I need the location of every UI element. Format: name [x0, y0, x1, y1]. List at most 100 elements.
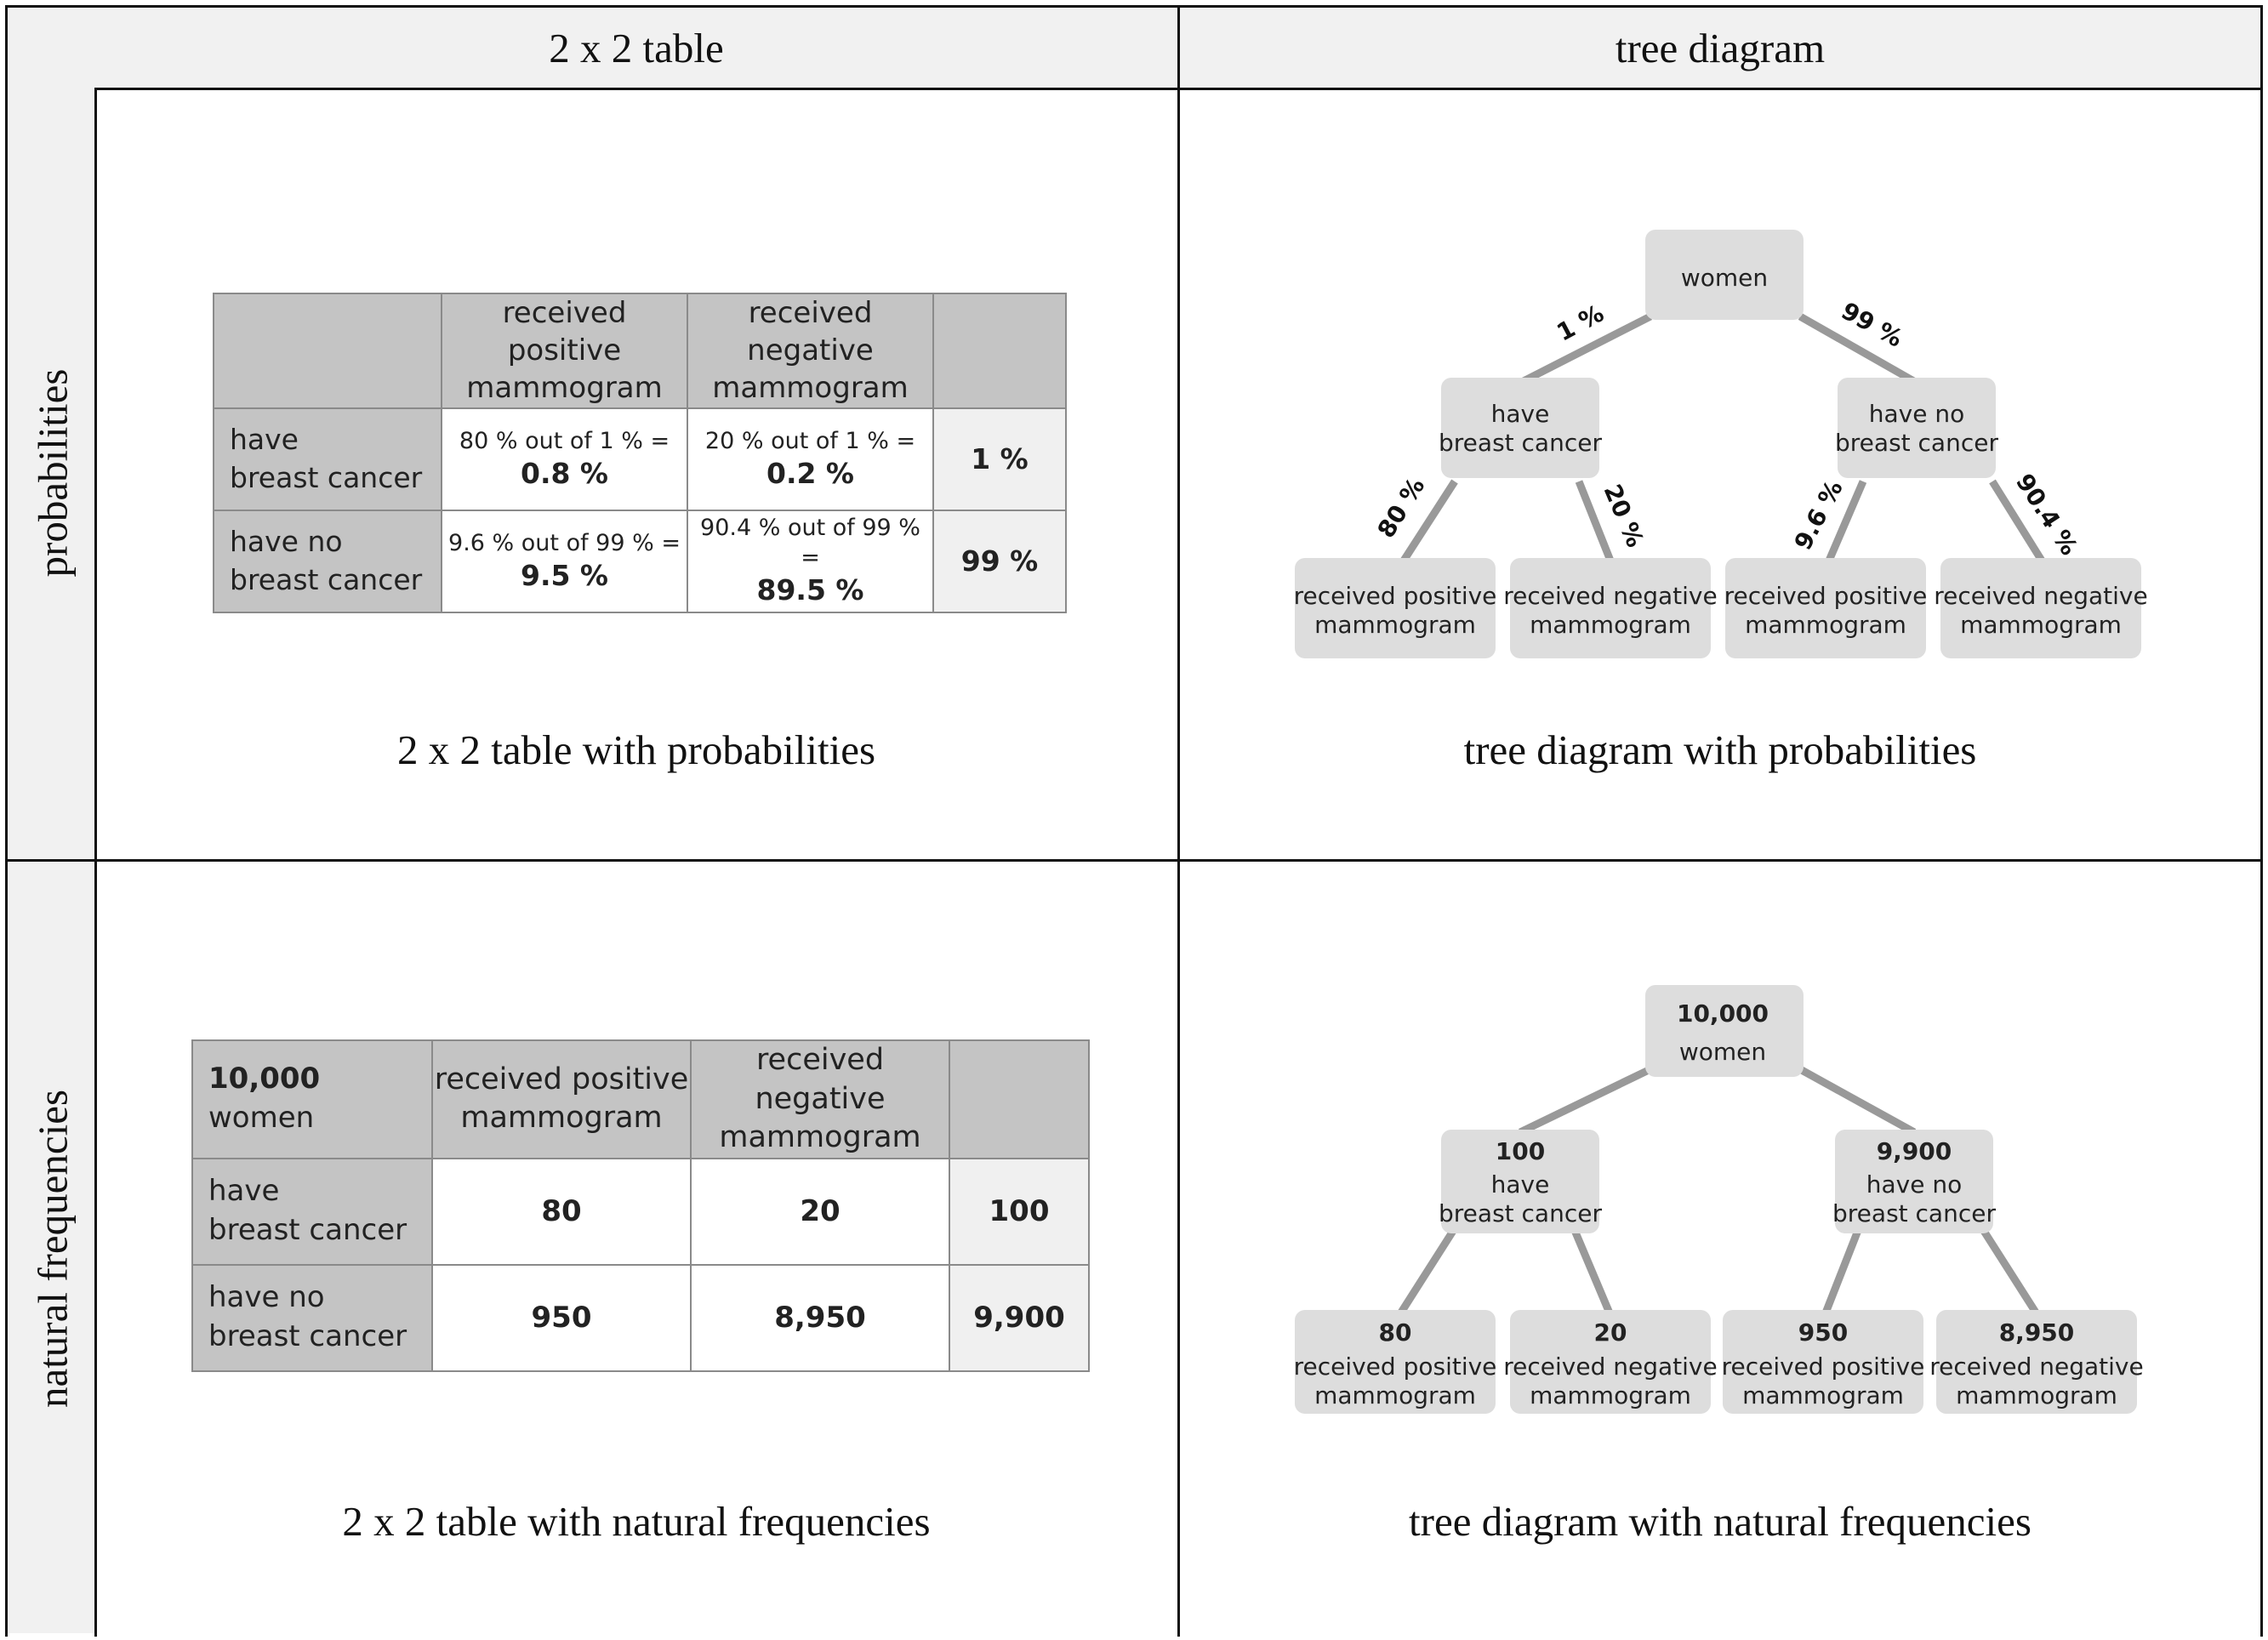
edge-left-left — [1400, 479, 1458, 563]
row-header-divider — [94, 88, 97, 1637]
tree-freq-node-no-cancer: 9,900 have no breast cancer — [1832, 1130, 1996, 1233]
caption-table-frequencies: 2 x 2 table with natural frequencies — [342, 1498, 931, 1545]
table-prob-col-total — [932, 293, 1067, 409]
tree-prob-leaf-4: received negative mammogram — [1934, 558, 2148, 658]
svg-text:9,900: 9,900 — [1877, 1137, 1952, 1165]
caption-tree-frequencies: tree diagram with natural frequencies — [1409, 1498, 2032, 1545]
table-freq-corner: 10,000 women — [191, 1039, 433, 1159]
frame-right-border — [2260, 5, 2263, 1637]
caption-tree-probabilities: tree diagram with probabilities — [1463, 726, 1977, 773]
edge-f-root-left — [1519, 1065, 1652, 1136]
svg-text:mammogram: mammogram — [1314, 1381, 1476, 1409]
svg-text:received negative: received negative — [1934, 582, 2147, 610]
table-prob-cell-no-cancer-negative: 90.4 % out of 99 % = 89.5 % — [687, 509, 934, 613]
tree-freq-leaf-3: 950 received positive mammogram — [1722, 1310, 1925, 1414]
tree-frequencies: 10,000 women 100 have breast cancer 9,90… — [1294, 985, 2144, 1414]
svg-text:received negative: received negative — [1503, 1352, 1717, 1381]
table-freq-cell-no-cancer-positive: 950 — [431, 1263, 692, 1372]
edge-f-right-left — [1821, 1227, 1863, 1317]
edge-f-root-right — [1798, 1066, 1917, 1136]
tree-prob-node-no-cancer: have no breast cancer — [1835, 378, 1998, 478]
tree-prob-leaf-3: received positive mammogram — [1724, 558, 1928, 658]
table-freq-col-positive: received positive mammogram — [431, 1039, 692, 1159]
table-freq-cell-no-cancer-negative: 8,950 — [690, 1263, 950, 1372]
svg-text:received positive: received positive — [1294, 1352, 1497, 1381]
tree-prob-node-cancer: have breast cancer — [1439, 378, 1602, 478]
table-frequencies: 10,000 women received positive mammogram… — [191, 1039, 1090, 1372]
table-prob-col-negative: received negative mammogram — [687, 293, 934, 409]
table-freq-col-total — [949, 1039, 1090, 1159]
row-divider — [5, 859, 2263, 862]
table-prob-cell-cancer-positive: 80 % out of 1 % = 0.8 % — [441, 407, 688, 511]
table-freq-row-cancer: have breast cancer — [191, 1157, 433, 1266]
svg-text:women: women — [1679, 1038, 1766, 1066]
table-probabilities: received positive mammogram received neg… — [213, 293, 1067, 613]
svg-text:received negative: received negative — [1929, 1352, 2143, 1381]
tree-freq-node-cancer: 100 have breast cancer — [1439, 1130, 1602, 1233]
table-prob-total-no-cancer: 99 % — [932, 509, 1067, 613]
edge-left-right — [1575, 480, 1615, 562]
svg-text:950: 950 — [1798, 1318, 1848, 1347]
svg-text:mammogram: mammogram — [1742, 1381, 1904, 1409]
edge-label-right-right: 90.4 % — [2010, 469, 2083, 561]
table-freq-cell-cancer-positive: 80 — [431, 1157, 692, 1266]
frame-left-border — [5, 5, 8, 1637]
table-prob-row-no-cancer: have no breast cancer — [213, 509, 442, 613]
table-prob-cell-cancer-negative: 20 % out of 1 % = 0.2 % — [687, 407, 934, 511]
edge-root-right — [1798, 313, 1919, 386]
svg-text:100: 100 — [1496, 1137, 1545, 1165]
svg-text:received positive: received positive — [1294, 582, 1497, 610]
edge-f-left-right — [1570, 1227, 1615, 1317]
tree-freq-leaf-4: 8,950 received negative mammogram — [1929, 1310, 2144, 1414]
svg-text:8,950: 8,950 — [1999, 1318, 2075, 1347]
tree-freq-leaf-2: 20 received negative mammogram — [1503, 1310, 1718, 1414]
table-prob-row-cancer: have breast cancer — [213, 407, 442, 511]
tree-prob-leaf-2: received negative mammogram — [1503, 558, 1718, 658]
edge-f-left-left — [1396, 1226, 1458, 1318]
table-prob-col-positive: received positive mammogram — [441, 293, 688, 409]
table-freq-cell-cancer-negative: 20 — [690, 1157, 950, 1266]
table-freq-total-no-cancer: 9,900 — [949, 1263, 1090, 1372]
svg-text:breast cancer: breast cancer — [1439, 429, 1602, 457]
svg-text:received positive: received positive — [1722, 1352, 1925, 1381]
svg-text:have: have — [1491, 1170, 1550, 1199]
table-freq-row-no-cancer: have no breast cancer — [191, 1263, 433, 1372]
svg-text:mammogram: mammogram — [1530, 611, 1691, 639]
svg-text:breast cancer: breast cancer — [1832, 1199, 1996, 1227]
table-freq-total-cancer: 100 — [949, 1157, 1090, 1266]
frame-top-border — [5, 5, 2263, 8]
tree-prob-root-node: women — [1645, 230, 1804, 320]
svg-text:mammogram: mammogram — [1314, 611, 1476, 639]
table-prob-corner — [213, 293, 442, 409]
row-header-strip — [7, 7, 95, 1633]
svg-text:have no: have no — [1866, 1170, 1962, 1199]
tree-freq-root-node: 10,000 women — [1645, 985, 1804, 1077]
caption-table-probabilities: 2 x 2 table with probabilities — [396, 726, 876, 773]
edge-f-right-right — [1979, 1226, 2041, 1318]
column-header-tree: tree diagram — [1615, 25, 1826, 71]
edge-right-left — [1825, 480, 1867, 562]
svg-text:have no: have no — [1869, 400, 1964, 428]
tree-prob-leaf-1: received positive mammogram — [1294, 558, 1497, 658]
tree-freq-leaf-1: 80 received positive mammogram — [1294, 1310, 1497, 1414]
column-header-table: 2 x 2 table — [549, 25, 724, 71]
table-prob-cell-no-cancer-positive: 9.6 % out of 99 % = 9.5 % — [441, 509, 688, 613]
svg-text:mammogram: mammogram — [1745, 611, 1906, 639]
column-divider — [1177, 5, 1180, 1637]
edge-root-left — [1518, 312, 1653, 387]
table-freq-col-negative: received negative mammogram — [690, 1039, 950, 1159]
svg-text:breast cancer: breast cancer — [1835, 429, 1998, 457]
edge-right-right — [1989, 479, 2045, 563]
column-header-strip — [7, 7, 2261, 88]
svg-text:received positive: received positive — [1724, 582, 1928, 610]
svg-text:received negative: received negative — [1503, 582, 1717, 610]
svg-text:mammogram: mammogram — [1956, 1381, 2117, 1409]
svg-text:mammogram: mammogram — [1960, 611, 2122, 639]
svg-text:have: have — [1491, 400, 1550, 428]
svg-text:mammogram: mammogram — [1530, 1381, 1691, 1409]
svg-text:10,000: 10,000 — [1677, 999, 1769, 1028]
table-prob-total-cancer: 1 % — [932, 407, 1067, 511]
svg-text:20: 20 — [1594, 1318, 1627, 1347]
svg-text:80: 80 — [1379, 1318, 1412, 1347]
